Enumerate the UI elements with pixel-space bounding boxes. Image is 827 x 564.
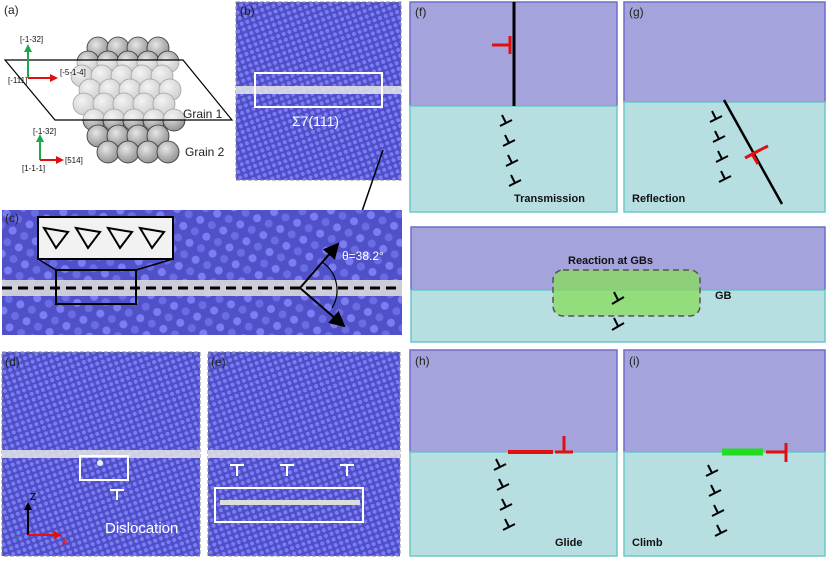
- panel-g-label: (g): [629, 5, 644, 19]
- dislocation-array-box: [214, 487, 364, 523]
- dislocation-symbol: [340, 464, 354, 476]
- panel-e-label: (e): [211, 355, 226, 369]
- dislocation-pileup: [493, 458, 516, 531]
- direction-arrow-down: [299, 287, 346, 328]
- red-dislocation: [492, 36, 512, 54]
- reaction-zone: [552, 269, 701, 317]
- panel-reaction: Reaction at GBs GB: [410, 226, 826, 343]
- direction-arrow-up: [299, 242, 340, 289]
- panel-h-label: (h): [415, 354, 430, 368]
- axis-y-label: Y: [13, 534, 19, 544]
- panel-f-label: (f): [415, 5, 426, 19]
- panel-c: (c) θ=38.2°: [2, 210, 402, 335]
- dislocation-symbol: [611, 317, 625, 331]
- grain2-label: Grain 2: [185, 145, 225, 159]
- transmission-caption: Transmission: [514, 193, 585, 205]
- panel-i: (i) Climb: [623, 349, 826, 557]
- sigma-label: Σ7(111): [292, 113, 339, 129]
- dislocation-symbol: [499, 114, 513, 127]
- dislocation-symbol: [715, 150, 729, 163]
- axis-up-label-bottom: [-1-32]: [33, 127, 56, 136]
- grain-top: [623, 349, 826, 453]
- panel-f: (f) Transmission: [409, 1, 618, 213]
- dislocation-symbol: [505, 154, 519, 167]
- gb-band: [208, 450, 400, 458]
- reflection-caption: Reflection: [632, 193, 685, 205]
- dislocation-symbol: [230, 464, 244, 476]
- dislocation-symbol: [611, 291, 625, 305]
- panel-h: (h) Glide: [409, 349, 618, 557]
- dislocation-symbol: [711, 504, 725, 517]
- grain-top: [623, 1, 826, 103]
- panel-b: (b) Σ7(111): [235, 1, 402, 181]
- grain1-label: Grain 1: [183, 107, 223, 121]
- axis-origin-label-top: [-111]: [8, 76, 27, 85]
- inset-box: [37, 216, 174, 260]
- dislocation-symbol: [493, 458, 507, 471]
- panel-d: (d) Dislocation Z X Y: [1, 351, 201, 557]
- dislocation-symbol: [709, 110, 723, 123]
- grain-boundary-band: [236, 86, 401, 94]
- panel-i-label: (i): [629, 354, 640, 368]
- dislocation-symbol: [705, 464, 719, 477]
- axis-origin-label-bottom: [1-1-1]: [22, 164, 45, 173]
- panel-d-label: (d): [5, 355, 20, 369]
- dislocation-symbol: [502, 134, 516, 147]
- zoom-region-box: [55, 269, 137, 305]
- atom: [116, 140, 140, 164]
- atom: [156, 140, 180, 164]
- dislocation-caption: Dislocation: [105, 520, 178, 537]
- dislocation-symbol: [508, 174, 522, 187]
- dislocation-symbol: [502, 518, 516, 531]
- grain-bottom: [409, 451, 618, 557]
- red-dislocation: [744, 144, 769, 165]
- gb-plane: [3, 59, 234, 121]
- angle-label: θ=38.2°: [342, 249, 384, 263]
- dislocation-pileup: [499, 114, 522, 187]
- dislocation-symbol: [110, 489, 124, 500]
- atom: [136, 140, 160, 164]
- panel-e: (e): [207, 351, 401, 557]
- glide-caption: Glide: [555, 537, 583, 549]
- dislocation-pileup: [705, 464, 728, 537]
- panel-b-label: (b): [240, 4, 255, 18]
- axis-x-label: X: [62, 537, 69, 548]
- selection-box: [254, 72, 383, 108]
- dislocation-symbol: [714, 524, 728, 537]
- axis-z-label: Z: [30, 492, 36, 503]
- dislocation-symbol: [708, 484, 722, 497]
- panel-a-label: (a): [4, 3, 19, 17]
- panel-g: (g) Reflection: [623, 1, 826, 213]
- climb-caption: Climb: [632, 537, 663, 549]
- angle-arc: [321, 261, 338, 309]
- dislocation-symbol: [499, 498, 513, 511]
- dislocation-box: [79, 455, 129, 481]
- atom: [96, 140, 120, 164]
- dislocation-symbol: [496, 478, 510, 491]
- dislocation-symbol: [712, 130, 726, 143]
- red-dislocation: [766, 443, 788, 462]
- panel-c-label: (c): [5, 211, 19, 225]
- gb-label: GB: [715, 290, 732, 302]
- dislocation-symbol: [718, 170, 732, 183]
- gb-band: [2, 450, 200, 458]
- grain-top: [409, 349, 618, 453]
- dislocation-pileup: [709, 110, 732, 183]
- panel-a: (a) Grain 1 Grain 2 [-1-32] [-5-1-4] [-1…: [3, 3, 234, 173]
- structural-units: [42, 226, 166, 250]
- red-dislocation: [555, 436, 573, 454]
- axis-right-label-top: [-5-1-4]: [60, 68, 86, 77]
- axis-up-label-top: [-1-32]: [20, 35, 43, 44]
- dislocation-symbol: [280, 464, 294, 476]
- axis-right-label-bottom: [514]: [65, 156, 83, 165]
- reaction-title: Reaction at GBs: [568, 255, 653, 267]
